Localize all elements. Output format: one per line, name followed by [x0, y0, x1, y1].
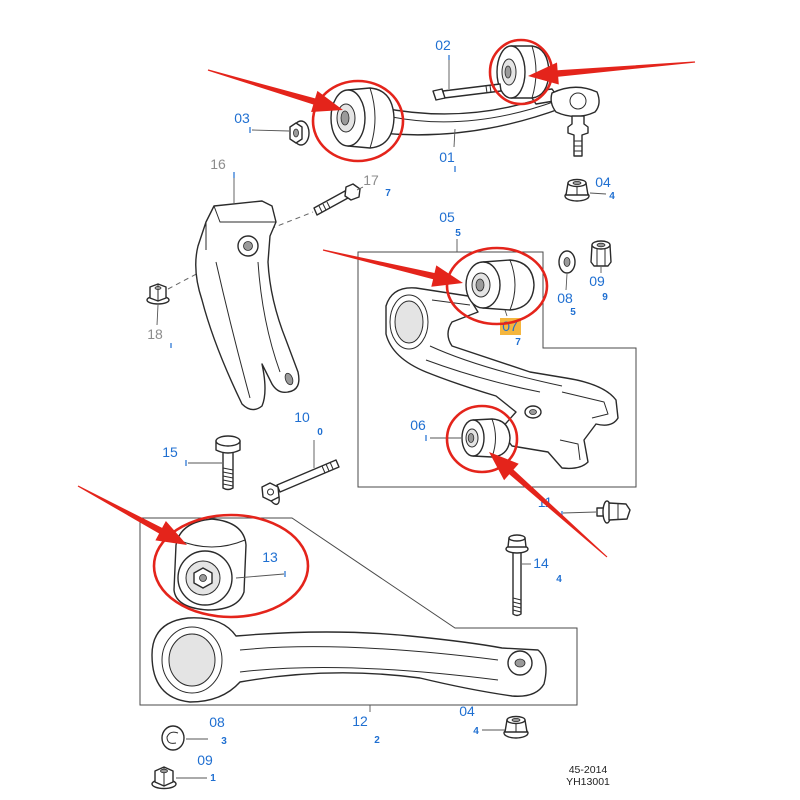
callout-10: 10 — [294, 409, 310, 425]
sub-mark: 7 — [385, 188, 391, 199]
callout-15: 15 — [162, 444, 178, 460]
callout-17: 17 — [363, 172, 379, 188]
callout-02: 02 — [435, 37, 451, 53]
bolt-15 — [215, 435, 241, 491]
red-circle-bushing-06 — [445, 404, 519, 474]
nut-09 — [590, 240, 612, 267]
red-circle-bushing-13 — [152, 513, 310, 619]
lower-arm-assembly-frame — [357, 251, 637, 488]
red-arrows — [77, 61, 696, 558]
sub-mark: 0 — [317, 427, 323, 438]
lower-control-arm-05 — [385, 287, 619, 470]
mounting-bracket-16 — [195, 200, 300, 411]
red-arrow-upper-front-bushing — [207, 69, 343, 112]
leader-line — [251, 129, 290, 132]
flange-nut-04 — [503, 715, 529, 739]
bolt-02 — [432, 83, 502, 101]
bottom-arm-assembly-frame — [139, 517, 578, 706]
bolt-14 — [505, 534, 529, 617]
drawing-ref: YH13001 — [566, 776, 610, 788]
leader-line — [235, 573, 285, 579]
leader-line — [565, 273, 568, 291]
lower-arm-bushing-13 — [173, 518, 247, 611]
red-circle-upper-front-bushing — [311, 79, 405, 163]
sub-mark: 3 — [221, 736, 227, 747]
sub-mark: 2 — [374, 735, 380, 746]
red-arrow-bushing-13 — [77, 485, 187, 545]
flange-nut-09 — [151, 766, 177, 790]
upper-arm-rear-bushing — [496, 45, 550, 99]
callout-04: 04 — [595, 174, 611, 190]
drawing-code: 45-2014 — [569, 764, 608, 776]
leader-line — [356, 186, 364, 191]
sub-mark: 4 — [609, 191, 615, 202]
callout-labels: 02 03 01 04 16 17 05 08 09 07 06 15 10 1… — [147, 37, 615, 784]
bolt-10 — [261, 459, 340, 506]
callout-09-bottom: 09 — [197, 752, 213, 768]
callout-18: 18 — [147, 326, 163, 342]
nut-03 — [289, 120, 310, 146]
callout-01: 01 — [439, 149, 455, 165]
sub-mark: 5 — [455, 228, 461, 239]
callout-05: 05 — [439, 209, 455, 225]
red-arrow-bushing-06 — [489, 452, 608, 558]
highlight-rings — [152, 38, 554, 619]
upper-arm-front-bushing — [330, 87, 395, 149]
callout-09: 09 — [589, 273, 605, 289]
sub-mark: 7 — [515, 337, 521, 348]
sub-mark: 4 — [556, 574, 562, 585]
upper-control-arm-01 — [377, 86, 600, 157]
flange-bolt-11 — [596, 500, 631, 524]
callout-14: 14 — [533, 555, 549, 571]
callout-06: 06 — [410, 417, 426, 433]
flange-nut-04 — [564, 178, 590, 202]
lower-arm-front-bushing-06 — [461, 418, 511, 458]
callout-12: 12 — [352, 713, 368, 729]
leader-line — [562, 511, 597, 514]
drawing-reference: 45-2014 YH13001 — [566, 764, 610, 788]
leader-line — [589, 192, 607, 195]
sub-mark: 9 — [602, 292, 608, 303]
red-arrow-bushing-07 — [322, 249, 463, 287]
leader-line — [453, 128, 456, 148]
bolt-17 — [313, 183, 361, 216]
leader-line — [504, 309, 508, 317]
sub-mark: 5 — [570, 307, 576, 318]
callout-16: 16 — [210, 156, 226, 172]
callout-08: 08 — [557, 290, 573, 306]
flange-nut-18 — [146, 283, 170, 305]
red-arrow-upper-rear-bushing — [528, 61, 696, 85]
callout-08-bottom: 08 — [209, 714, 225, 730]
leader-lines — [156, 55, 607, 779]
nut-08 — [161, 725, 185, 751]
callout-04-bottom: 04 — [459, 703, 475, 719]
lower-arm-rear-bushing-07 — [465, 259, 535, 311]
callout-03: 03 — [234, 110, 250, 126]
sub-mark: 1 — [210, 773, 216, 784]
callout-13: 13 — [262, 549, 278, 565]
leader-line — [156, 304, 159, 326]
sub-mark: 4 — [473, 726, 479, 737]
lower-control-arm-12 — [151, 617, 547, 703]
red-circle-bushing-07 — [445, 246, 549, 326]
washer-08 — [558, 250, 576, 274]
